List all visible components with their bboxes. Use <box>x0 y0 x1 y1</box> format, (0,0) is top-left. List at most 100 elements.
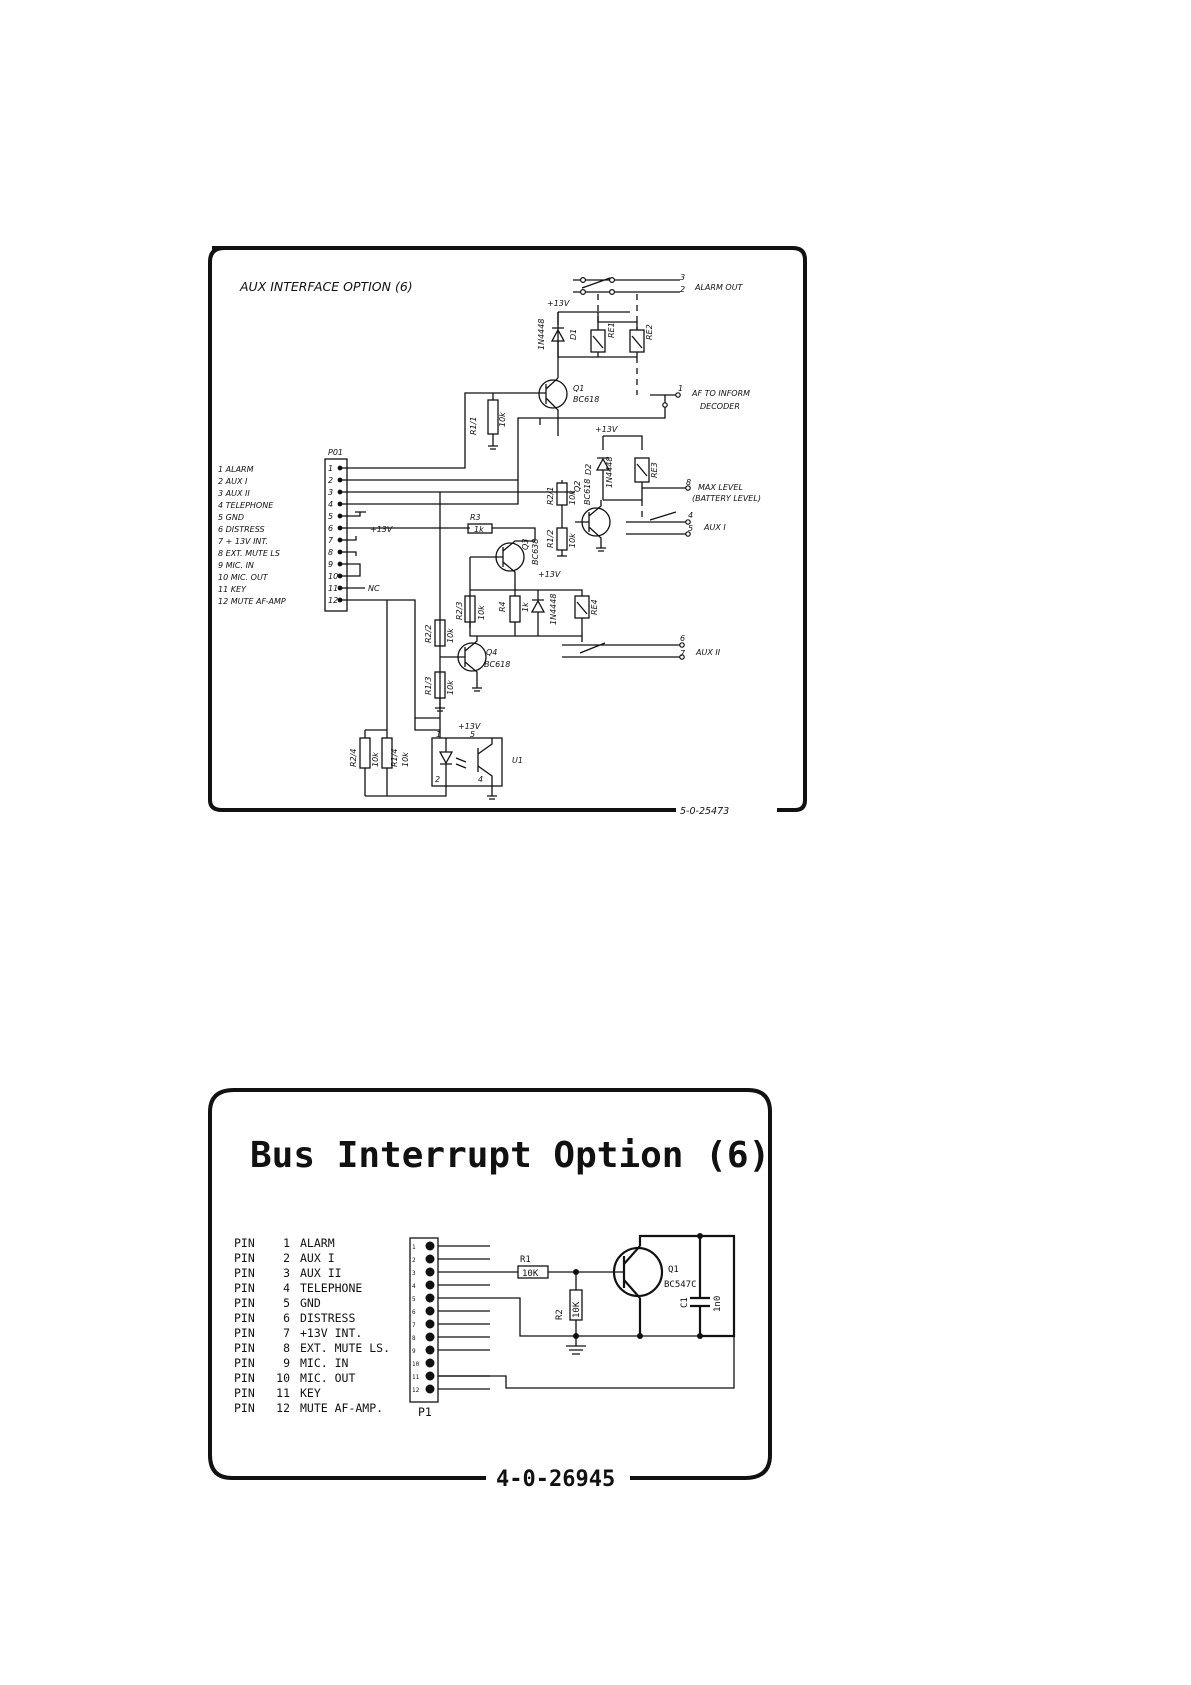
legend-pin-word: PIN <box>234 1401 255 1415</box>
q1-leads <box>622 1234 736 1338</box>
diagram2-frame <box>208 1088 772 1480</box>
legend-pin-6: 6 DISTRESS <box>218 525 265 534</box>
legend-pin-label: GND <box>300 1296 321 1310</box>
r24-label: R2/4 <box>349 749 358 767</box>
q1-supply: +13V <box>547 299 570 308</box>
p1-pin-dot <box>425 1319 435 1329</box>
lower-network <box>469 589 583 637</box>
legend-pin-word: PIN <box>234 1236 255 1250</box>
re3-label: RE3 <box>650 462 659 478</box>
p01-pin-3: 3 <box>328 488 333 497</box>
p01-pin-dot <box>337 573 343 579</box>
r21-resistor <box>556 482 568 506</box>
wire-pin4 <box>347 480 519 505</box>
r11-wires <box>488 393 498 450</box>
p1-pin-dot <box>425 1280 435 1290</box>
q2-label: Q2 <box>573 481 582 492</box>
r22-label: R2/2 <box>424 625 433 643</box>
diagram2-title: Bus Interrupt Option (6) <box>250 1135 770 1176</box>
p01-pin-2: 2 <box>328 476 333 485</box>
r12-value: 10k <box>568 533 577 548</box>
p01-pin-dot <box>337 465 343 471</box>
legend-pin-word: PIN <box>234 1281 255 1295</box>
c1-label: C1 <box>680 1297 690 1308</box>
p01-body <box>324 458 348 612</box>
supply-rail-2 <box>602 435 643 450</box>
alarm-out-label: ALARM OUT <box>694 283 744 292</box>
legend-pin-1: 1 ALARM <box>218 465 254 474</box>
r12-resistor <box>556 527 568 551</box>
battery-level-label: (BATTERY LEVEL) <box>692 494 761 503</box>
p1-pin-dot <box>425 1371 435 1381</box>
legend-pin-12: 12 MUTE AF-AMP <box>218 597 286 606</box>
r4-label: R4 <box>498 601 507 612</box>
legend-pin-10: 10 MIC. OUT <box>218 573 269 582</box>
re2-stroke <box>631 335 643 349</box>
r23-value: 10k <box>477 605 486 620</box>
p01-pin-5: 5 <box>328 512 333 521</box>
aux1-label: AUX I <box>703 523 726 532</box>
p1-pin-7: 7 <box>412 1322 416 1329</box>
r13-label: R1/3 <box>424 677 433 695</box>
legend-pin-8: 8 EXT. MUTE LS <box>218 549 280 558</box>
p1-label: P1 <box>418 1405 432 1419</box>
diagram2-code: 4-0-26945 <box>496 1467 615 1492</box>
legend-pin-number: 1 <box>283 1236 290 1250</box>
q1-type: BC618 <box>573 395 599 404</box>
legend-pin-label: MUTE AF-AMP. <box>300 1401 383 1415</box>
p1-pin-dot <box>425 1267 435 1277</box>
aux2-contacts <box>562 642 682 658</box>
q4-type: BC618 <box>484 660 510 669</box>
p01-pin-11: 11 <box>328 584 338 593</box>
q1-transistor <box>538 379 568 409</box>
legend-pin-11: 11 KEY <box>218 585 247 594</box>
legend-pin-9: 9 MIC. IN <box>218 561 254 570</box>
c1-capacitor <box>690 1236 710 1336</box>
q2-supply: +13V <box>595 425 618 434</box>
p01-pin-dot <box>337 489 343 495</box>
legend-pin-label: MIC. OUT <box>300 1371 355 1385</box>
legend-pin-number: 6 <box>283 1311 290 1325</box>
legend-pin-word: PIN <box>234 1296 255 1310</box>
r11-value: 10k <box>498 412 507 427</box>
aux-interface-diagram: 5-0-25473 AUX INTERFACE OPTION (6) 1 ALA… <box>208 246 807 817</box>
legend-pin-label: ALARM <box>300 1236 335 1250</box>
p1-pin-6: 6 <box>412 1309 416 1316</box>
p1-pin-dot <box>425 1358 435 1368</box>
aux2-label: AUX II <box>695 648 721 657</box>
q1-label: Q1 <box>668 1265 679 1275</box>
wire-pin9-10 <box>347 563 361 577</box>
legend-pin-number: 2 <box>283 1251 290 1265</box>
legend-pin-number: 12 <box>276 1401 290 1415</box>
p01-pin-dot <box>337 513 343 519</box>
legend-pin-word: PIN <box>234 1356 255 1370</box>
p01-pin-dot <box>337 549 343 555</box>
af-contacts <box>539 394 678 425</box>
r3-wires <box>492 527 536 540</box>
q1-leads <box>538 312 559 436</box>
r14-label: R1/4 <box>390 749 399 767</box>
r21-value: 10k <box>568 490 577 505</box>
p01-pin-dot <box>337 501 343 507</box>
re1-label: RE1 <box>607 322 616 338</box>
r13-value: 10k <box>446 680 455 695</box>
p01-pin-10: 10 <box>328 572 338 581</box>
legend-pin-word: PIN <box>234 1266 255 1280</box>
p1-pin-5: 5 <box>412 1296 416 1303</box>
u1-pin-5: 5 <box>470 730 475 739</box>
max-contacts <box>626 487 688 535</box>
supply-rail-1 <box>558 311 630 322</box>
r3-value: 1k <box>474 525 484 534</box>
r14-value: 10k <box>401 752 410 767</box>
legend-pin-number: 5 <box>283 1296 290 1310</box>
d3-type: 1N4448 <box>549 594 558 625</box>
r11-resistor <box>487 399 499 435</box>
pin11-nc: NC <box>368 584 380 593</box>
d3-diode <box>530 599 546 613</box>
max-pin-8: 8 <box>686 478 691 487</box>
p01-pin-7: 7 <box>328 536 334 545</box>
wire-pin5-gnd <box>347 511 366 517</box>
q3-supply: +13V <box>538 570 561 579</box>
